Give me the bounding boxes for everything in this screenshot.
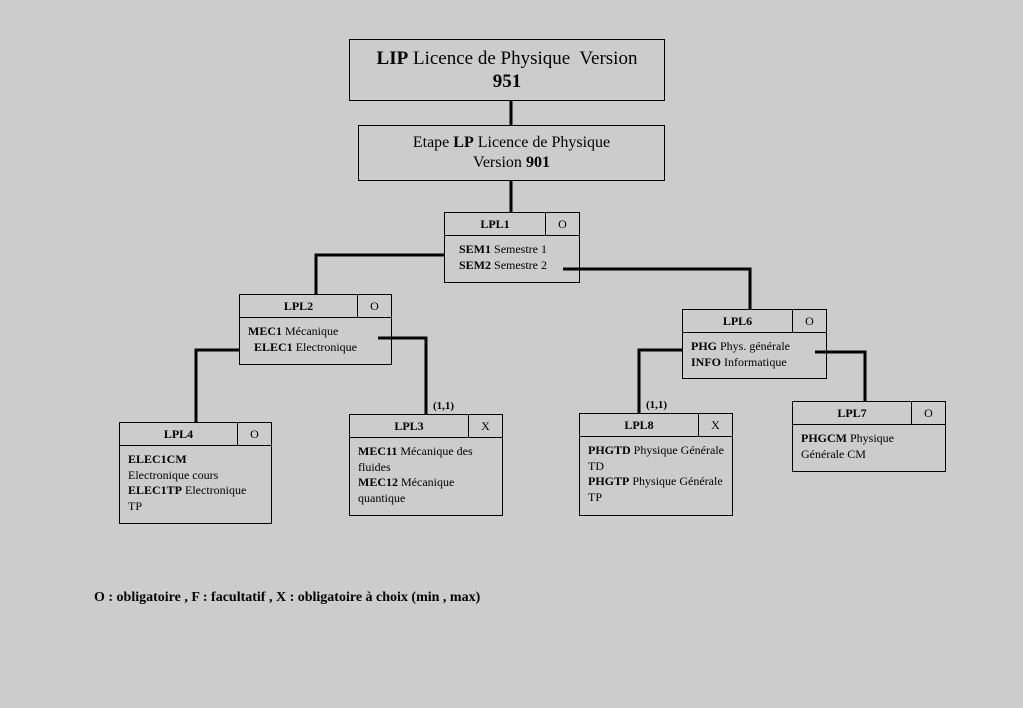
node-lpl3: LPL3 X MEC11 Mécanique des fluides MEC12 … xyxy=(349,414,503,516)
node-flag: O xyxy=(357,295,391,317)
item-code: PHGTP xyxy=(588,474,630,488)
root-code: LIP xyxy=(376,48,409,69)
node-flag: O xyxy=(792,310,826,332)
item-code: INFO xyxy=(691,354,721,369)
etape-version-label: Version xyxy=(473,154,522,171)
item-label: Mécanique xyxy=(285,324,339,338)
root-version-label: Version xyxy=(579,48,638,69)
link-sem1-lpl2 xyxy=(314,253,444,294)
item-code: MEC11 xyxy=(358,444,398,458)
link-phg-lpl8 xyxy=(637,348,683,413)
node-code: LPL2 xyxy=(283,298,314,313)
item-code: MEC1 xyxy=(248,324,282,338)
node-flag: O xyxy=(237,423,271,445)
item-code: ELEC1CM xyxy=(128,452,187,466)
root-name: Licence de Physique xyxy=(412,48,571,69)
node-flag: X xyxy=(468,415,502,437)
item-label: Physique Générale TP xyxy=(588,474,723,504)
node-item: ELEC1 Electronique xyxy=(248,340,383,356)
item-label: Phys. générale xyxy=(720,339,790,353)
node-item: MEC12 Mécanique quantique xyxy=(358,475,494,506)
item-code: PHGTD xyxy=(588,443,631,457)
node-item: SEM1 Semestre 1 xyxy=(459,242,565,258)
root-title-line: LIP Licence de Physique Version xyxy=(350,47,664,70)
item-label: Electronique xyxy=(295,339,357,354)
legend: O : obligatoire , F : facultatif , X : o… xyxy=(94,590,481,605)
minmax-lpl8: (1,1) xyxy=(646,399,668,411)
etape-code: LP xyxy=(453,134,474,151)
item-code: SEM1 xyxy=(459,242,492,256)
item-label: Physique Générale TD xyxy=(588,443,724,473)
node-item: MEC11 Mécanique des fluides xyxy=(358,444,494,475)
link-mec1-lpl3 xyxy=(378,336,428,414)
node-code: LPL4 xyxy=(163,426,194,441)
item-code: SEM2 xyxy=(459,257,492,272)
node-lpl8: LPL8 X PHGTD Physique Générale TD PHGTP P… xyxy=(579,413,733,516)
item-label: Physique Générale CM xyxy=(801,431,895,461)
node-item: PHGTP Physique Générale TP xyxy=(588,474,724,505)
node-item: ELEC1TP Electronique TP xyxy=(128,483,263,514)
node-code: LPL3 xyxy=(394,418,424,433)
item-code: PHG xyxy=(691,339,717,353)
node-lpl7: LPL7 O PHGCM Physique Générale CM xyxy=(792,401,946,472)
item-label: Electronique cours xyxy=(128,467,219,482)
item-label: Mécanique quantique xyxy=(358,475,455,505)
root-version: 951 xyxy=(492,71,522,92)
item-label: Semestre 1 xyxy=(494,242,548,256)
item-code: ELEC1 xyxy=(254,339,293,354)
node-item: INFO Informatique xyxy=(691,355,818,371)
node-lpl1: LPL1 O SEM1 Semestre 1 SEM2 Semestre 2 xyxy=(444,212,580,283)
link-info-lpl7 xyxy=(815,350,867,401)
item-label: Informatique xyxy=(724,354,787,369)
node-code: LPL1 xyxy=(480,216,510,231)
item-label: Semestre 2 xyxy=(494,257,548,272)
node-item: PHGCM Physique Générale CM xyxy=(801,431,937,462)
item-label: Electronique TP xyxy=(128,483,247,513)
node-code: LPL7 xyxy=(837,405,867,420)
node-lpl6: LPL6 O PHG Phys. générale INFO Informatiq… xyxy=(682,309,827,379)
etape-box-lp: Etape LP Licence de Physique Version 901 xyxy=(358,125,665,181)
node-item: PHGTD Physique Générale TD xyxy=(588,443,724,474)
node-flag: O xyxy=(911,402,945,424)
node-lpl2: LPL2 O MEC1 Mécanique ELEC1 Electronique xyxy=(239,294,392,365)
link-elec1-lpl4 xyxy=(194,348,239,422)
node-flag: X xyxy=(698,414,732,436)
item-code: MEC12 xyxy=(358,475,398,489)
etape-version: 901 xyxy=(525,154,550,171)
link-sem2-lpl6 xyxy=(563,267,752,309)
minmax-lpl3: (1,1) xyxy=(433,400,455,412)
etape-name: Licence de Physique xyxy=(477,134,611,151)
node-item: MEC1 Mécanique xyxy=(248,324,383,340)
node-item: PHG Phys. générale xyxy=(691,339,818,355)
node-code: LPL6 xyxy=(722,313,753,328)
node-item: SEM2 Semestre 2 xyxy=(459,258,565,274)
etape-prefix: Etape xyxy=(412,134,450,151)
item-label: Mécanique des fluides xyxy=(358,444,473,474)
root-box-lip: LIP Licence de Physique Version 951 xyxy=(349,39,665,101)
item-code: ELEC1TP xyxy=(128,483,183,497)
node-flag: O xyxy=(545,213,579,235)
item-code: PHGCM xyxy=(801,431,847,445)
node-code: LPL8 xyxy=(624,417,654,432)
